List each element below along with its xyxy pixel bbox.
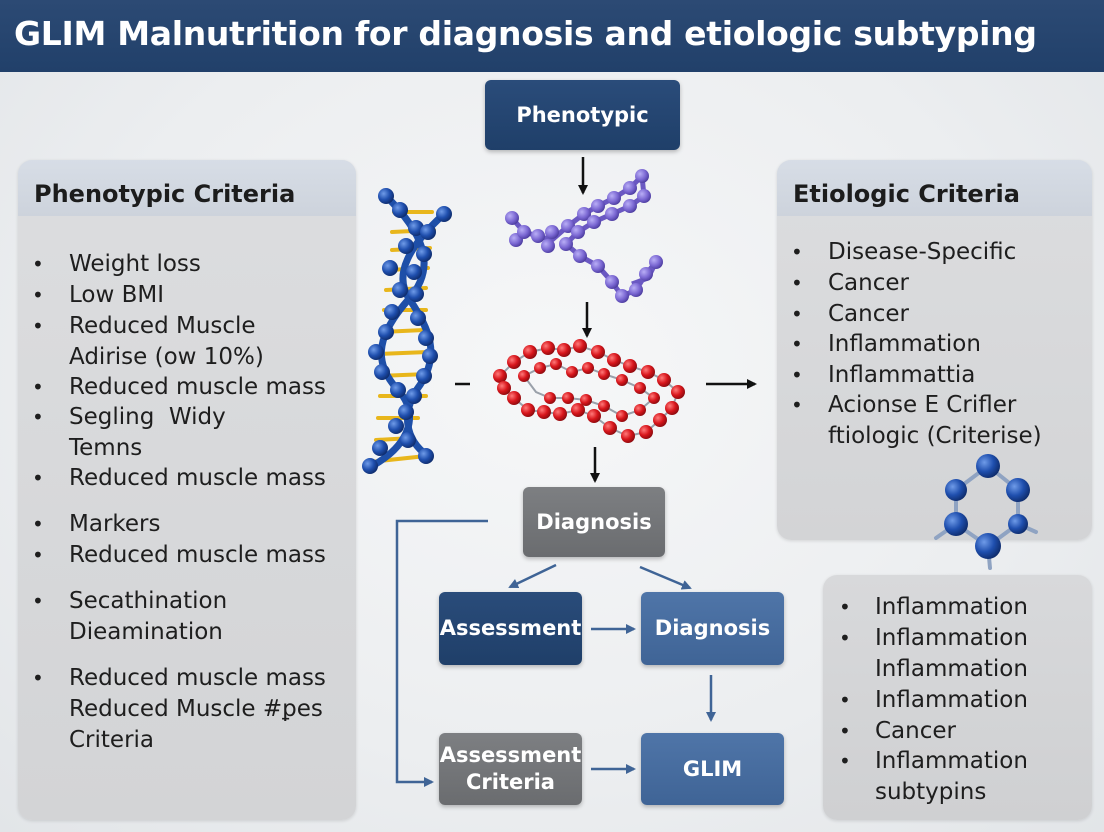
panel-heading: Etiologic Criteria bbox=[793, 180, 1020, 208]
page-title: GLIM Malnutrition for diagnosis and etio… bbox=[14, 14, 1037, 53]
assessment-box: Assessment bbox=[439, 592, 582, 665]
diagnosis-right-box: Diagnosis bbox=[641, 592, 784, 665]
diagnosis-top-box: Diagnosis bbox=[523, 487, 665, 557]
phenotypic-box: Phenotypic bbox=[485, 80, 680, 150]
protein-chain-icon bbox=[505, 169, 663, 303]
assessment-criteria-box: Assessment Criteria bbox=[439, 733, 582, 805]
dna-helix-icon bbox=[362, 188, 452, 474]
title-bar: GLIM Malnutrition for diagnosis and etio… bbox=[0, 0, 1104, 72]
flow-arrows bbox=[395, 519, 716, 787]
phenotypic-criteria-panel: Phenotypic Criteria •Weight loss •Low BM… bbox=[18, 160, 356, 820]
glim-box: GLIM bbox=[641, 733, 784, 805]
panel-heading: Phenotypic Criteria bbox=[34, 180, 296, 208]
panel-heading-bar: Etiologic Criteria bbox=[777, 160, 1092, 216]
hexagon-molecule-icon bbox=[934, 454, 1038, 570]
subtyping-panel: •Inflammation •Inflammation Inflammation… bbox=[823, 575, 1092, 820]
panel-heading-bar: Phenotypic Criteria bbox=[18, 160, 356, 216]
connector-arrows bbox=[455, 157, 757, 483]
etiologic-criteria-panel: Etiologic Criteria •Disease-Specific •Ca… bbox=[777, 160, 1092, 540]
molecule-ring-icon bbox=[493, 339, 685, 443]
